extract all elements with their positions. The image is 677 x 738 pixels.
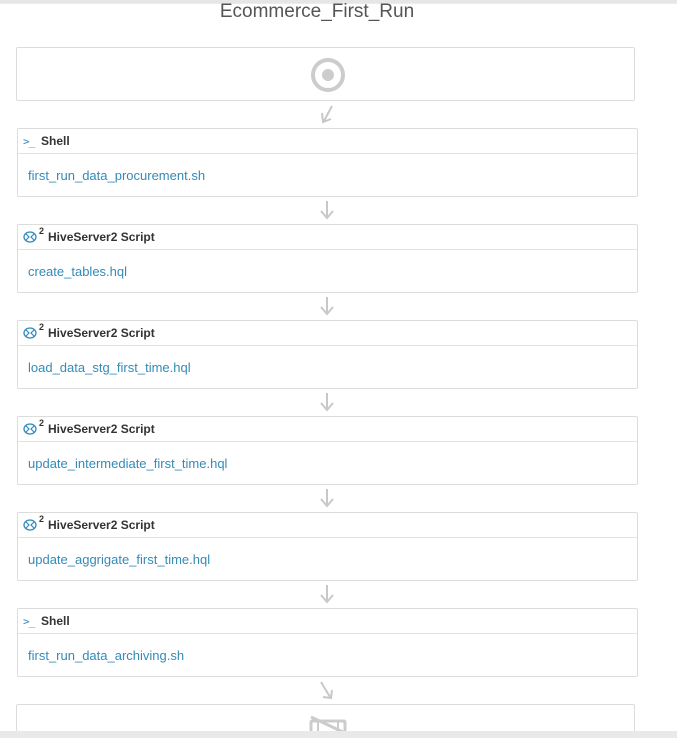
action-node-6[interactable]: >_ Shell first_run_data_archiving.sh — [17, 608, 638, 677]
hive-version-superscript: 2 — [39, 418, 45, 428]
start-target-icon — [311, 58, 345, 92]
action-type-label: HiveServer2 Script — [48, 422, 155, 436]
action-name-link[interactable]: load_data_stg_first_time.hql — [28, 359, 191, 375]
action-type-label: HiveServer2 Script — [48, 326, 155, 340]
arrow-down-icon — [320, 393, 334, 412]
arrow-down-icon — [320, 201, 334, 220]
action-header: 2 HiveServer2 Script — [18, 225, 637, 250]
action-name-link[interactable]: first_run_data_procurement.sh — [28, 167, 206, 183]
action-type-label: HiveServer2 Script — [48, 230, 155, 244]
action-type-label: Shell — [41, 614, 70, 628]
action-body: update_intermediate_first_time.hql — [18, 442, 637, 484]
shell-icon: >_ — [23, 134, 35, 148]
action-name-link[interactable]: update_aggrigate_first_time.hql — [28, 551, 211, 567]
arrow-down-icon — [321, 105, 333, 124]
bottom-scrollbar[interactable] — [0, 731, 677, 738]
action-body: update_aggrigate_first_time.hql — [18, 538, 637, 580]
action-name-link[interactable]: update_intermediate_first_time.hql — [28, 455, 228, 471]
top-divider — [0, 0, 677, 4]
action-header: 2 HiveServer2 Script — [18, 417, 637, 442]
action-node-2[interactable]: 2 HiveServer2 Script create_tables.hql — [17, 224, 638, 293]
action-header: >_ Shell — [18, 609, 637, 634]
workflow-title: Ecommerce_First_Run — [219, 1, 415, 22]
action-type-label: HiveServer2 Script — [48, 518, 155, 532]
hive-version-superscript: 2 — [39, 322, 45, 332]
hive-icon: 2 — [23, 322, 44, 340]
action-body: first_run_data_archiving.sh — [18, 634, 637, 676]
action-node-4[interactable]: 2 HiveServer2 Script update_intermediate… — [17, 416, 638, 485]
hive-version-superscript: 2 — [39, 226, 45, 236]
shell-icon: >_ — [23, 614, 35, 628]
action-body: create_tables.hql — [18, 250, 637, 292]
arrow-down-icon — [320, 585, 334, 604]
action-header: 2 HiveServer2 Script — [18, 513, 637, 538]
hive-icon: 2 — [23, 418, 44, 436]
hive-icon: 2 — [23, 514, 44, 532]
action-node-3[interactable]: 2 HiveServer2 Script load_data_stg_first… — [17, 320, 638, 389]
action-node-1[interactable]: >_ Shell first_run_data_procurement.sh — [17, 128, 638, 197]
action-header: >_ Shell — [18, 129, 637, 154]
action-name-link[interactable]: create_tables.hql — [28, 263, 128, 279]
action-body: first_run_data_procurement.sh — [18, 154, 637, 196]
arrow-down-icon — [320, 297, 334, 316]
arrow-down-icon — [320, 681, 333, 700]
action-body: load_data_stg_first_time.hql — [18, 346, 637, 388]
action-header: 2 HiveServer2 Script — [18, 321, 637, 346]
action-node-5[interactable]: 2 HiveServer2 Script update_aggrigate_fi… — [17, 512, 638, 581]
action-name-link[interactable]: first_run_data_archiving.sh — [28, 647, 185, 663]
start-node[interactable] — [16, 47, 635, 101]
arrow-down-icon — [320, 489, 334, 508]
hive-version-superscript: 2 — [39, 514, 45, 524]
action-type-label: Shell — [41, 134, 70, 148]
hive-icon: 2 — [23, 226, 44, 244]
